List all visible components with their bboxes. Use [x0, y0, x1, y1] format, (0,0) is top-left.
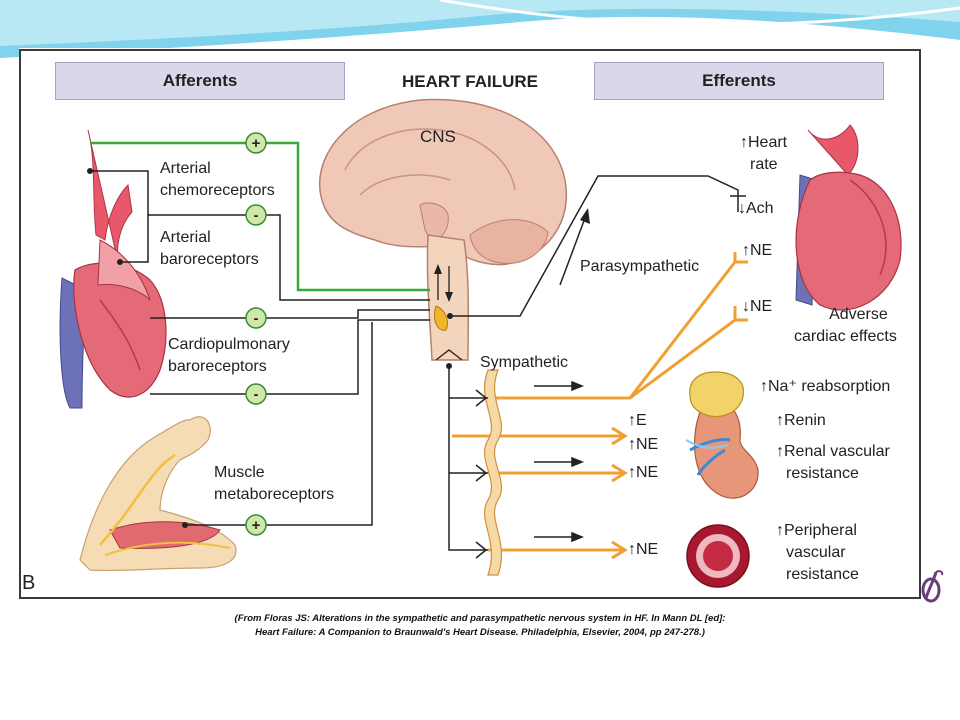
label-e-up: ↑E [628, 412, 647, 429]
label-peripheral-vr: ↑Peripheral vascular resistance [776, 520, 859, 586]
sign-baro: - [245, 204, 267, 226]
label-muscle-line1: Muscle [214, 464, 265, 481]
label-cns: CNS [420, 127, 456, 146]
preganglionic-lines [448, 366, 488, 559]
label-ne-adrenal: ↑NE [628, 436, 659, 453]
label-ach: ↓Ach [738, 200, 774, 217]
label-sympathetic: Sympathetic [480, 354, 569, 371]
label-arterial-chemo: Arterial chemoreceptors [160, 158, 275, 202]
adrenal-gland-icon [689, 371, 744, 418]
parasympathetic-path [452, 175, 746, 317]
logo-icon [921, 570, 944, 603]
label-chemo-line1: Arterial [160, 160, 211, 177]
sympathetic-chain-icon [483, 369, 503, 576]
label-renal-vr: ↑Renal vascular resistance [776, 441, 890, 485]
sign-cardio-top: - [245, 307, 267, 329]
diagram-title: HEART FAILURE [402, 72, 538, 91]
spinal-cord-icon [426, 234, 470, 369]
label-arterial-baro: Arterial baroreceptors [160, 227, 259, 271]
label-parasympathetic: Parasympathetic [580, 258, 700, 275]
label-muscle-metabo: Muscle metaboreceptors [214, 462, 334, 506]
figure-citation: (From Floras JS: Alterations in the symp… [120, 612, 840, 640]
label-heart-rate: ↑Heart rate [740, 132, 787, 176]
label-adverse-line2: cardiac effects [794, 328, 897, 345]
label-heart-rate-line1: ↑Heart [740, 134, 788, 151]
label-muscle-line2: metaboreceptors [214, 486, 335, 503]
sign-cardio-bottom: - [245, 383, 267, 405]
svg-text:+: + [252, 135, 261, 152]
label-heart-rate-line2: rate [750, 156, 778, 173]
heart-icon [59, 129, 167, 409]
label-periph-line2: vascular [786, 544, 846, 561]
label-cardio-line2: baroreceptors [168, 358, 267, 375]
label-baro-line2: baroreceptors [160, 251, 259, 268]
svg-text:+: + [252, 517, 261, 534]
parasympathetic-arrow [580, 208, 590, 224]
label-ne-down: ↓NE [742, 298, 773, 315]
label-renal-vr-line1: ↑Renal vascular [776, 443, 890, 460]
label-na-reabsorption: ↑Na⁺ reabsorption [760, 378, 891, 395]
label-chemo-line2: chemoreceptors [160, 182, 275, 199]
label-periph-line1: ↑Peripheral [776, 522, 857, 539]
blood-vessel-icon [686, 524, 750, 588]
label-cardiopulmonary: Cardiopulmonary baroreceptors [168, 334, 290, 378]
label-ne-up: ↑NE [742, 242, 773, 259]
brain-icon [318, 98, 567, 266]
adverse-heart-icon [795, 124, 902, 311]
sympathetic-paths [452, 252, 748, 552]
efferents-header: Efferents [594, 62, 884, 100]
label-renin: ↑Renin [776, 412, 826, 429]
sign-chemo: + [245, 132, 267, 154]
label-adverse-effects: Adverse cardiac effects [794, 304, 897, 348]
svg-text:-: - [254, 386, 259, 403]
nerve-endings [611, 426, 628, 560]
flow-arrows [534, 380, 585, 543]
svg-text:-: - [254, 310, 259, 327]
sign-muscle: + [245, 514, 267, 536]
citation-line2: Heart Failure: A Companion to Braunwald'… [255, 627, 705, 638]
afferents-title: Afferents [162, 71, 238, 90]
svg-text:-: - [254, 207, 259, 224]
label-ne-vessel: ↑NE [628, 541, 659, 558]
label-adverse-line1: Adverse [829, 306, 888, 323]
arm-muscle-icon [79, 416, 237, 572]
label-renal-vr-line2: resistance [786, 465, 859, 482]
slide-banner [0, 0, 960, 60]
citation-line1: (From Floras JS: Alterations in the symp… [234, 613, 726, 624]
label-cardio-line1: Cardiopulmonary [168, 336, 290, 353]
panel-letter: B [22, 572, 36, 594]
efferents-title: Efferents [702, 71, 776, 90]
label-baro-line1: Arterial [160, 229, 211, 246]
afferents-header: Afferents [55, 62, 345, 100]
label-ne-kidney: ↑NE [628, 464, 659, 481]
label-periph-line3: resistance [786, 566, 859, 583]
